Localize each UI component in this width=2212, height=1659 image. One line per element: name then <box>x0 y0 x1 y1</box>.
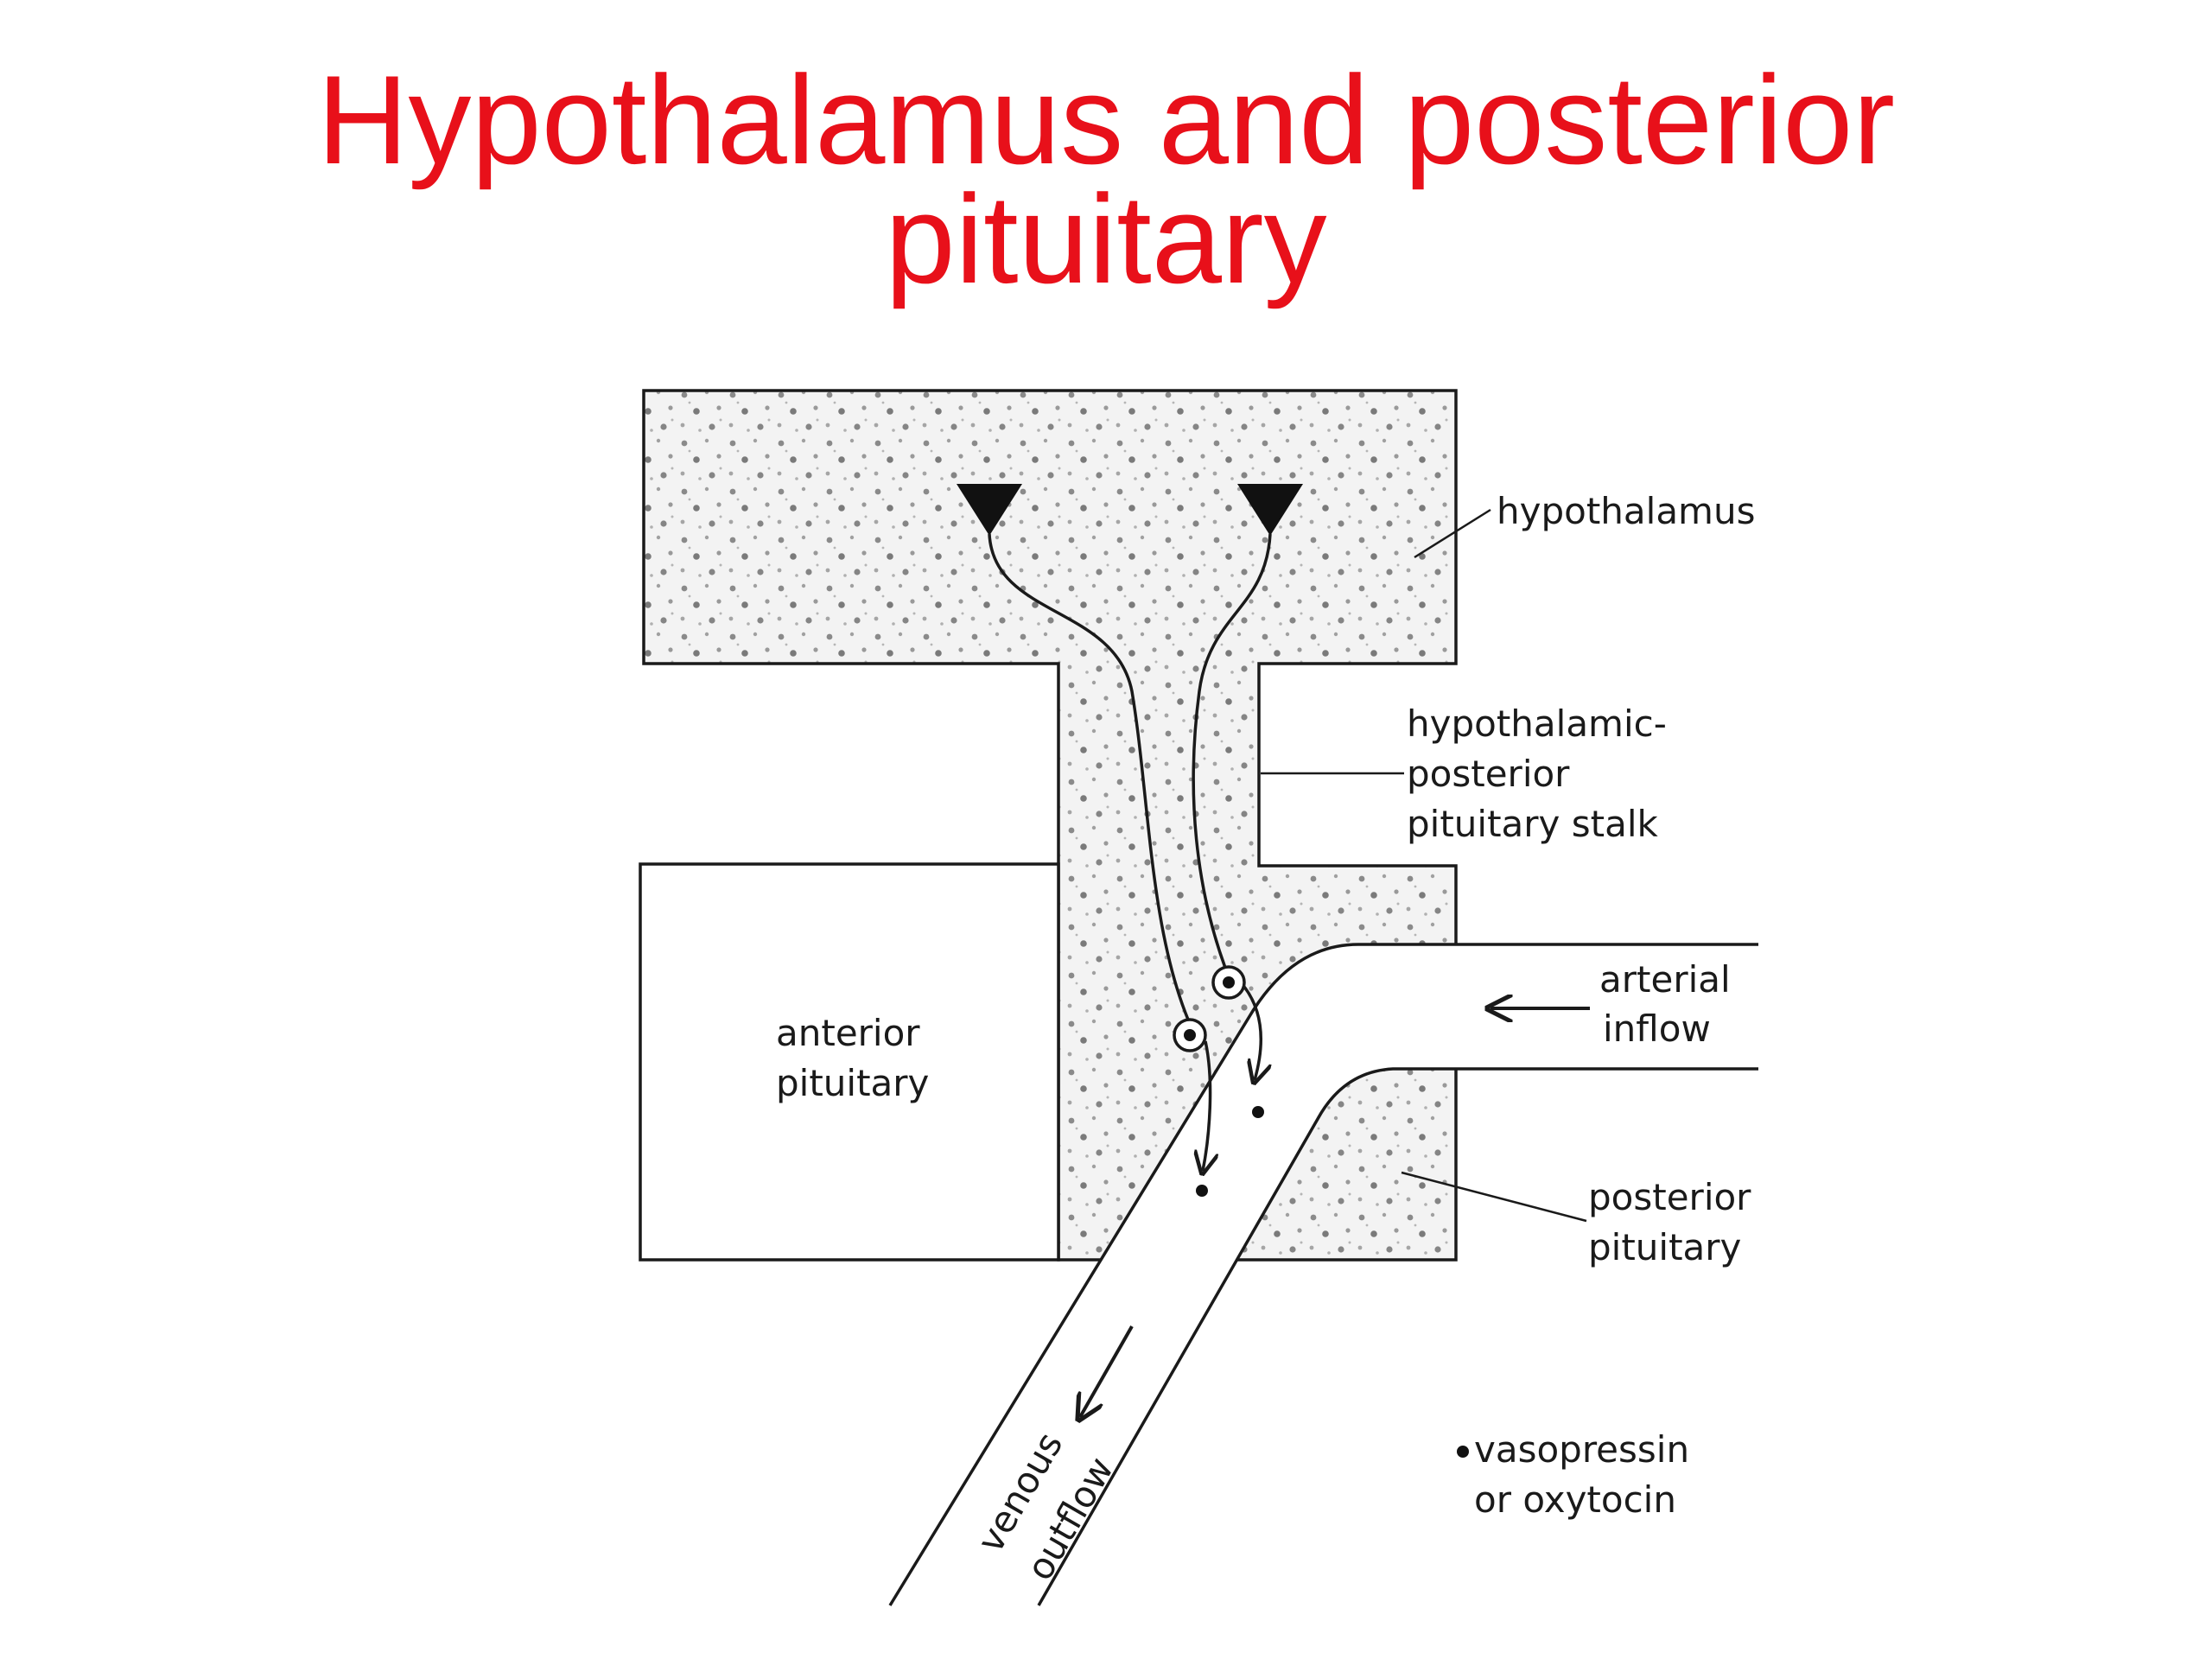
label-stalk-line3: pituitary stalk <box>1407 803 1659 845</box>
vessel-wall-upper <box>888 943 1758 1606</box>
axon-terminal-right <box>1211 965 1246 1000</box>
legend-bullet <box>1457 1446 1469 1458</box>
vessel-wall-lower <box>1037 1067 1758 1606</box>
label-arterial-line1: arterial <box>1599 958 1731 1001</box>
leader-posterior <box>1401 1171 1587 1223</box>
leader-hypothalamus <box>1414 508 1491 559</box>
legend-label-line2: or oxytocin <box>1474 1478 1676 1521</box>
axon-right <box>1192 533 1272 969</box>
hormone-granule-2 <box>1196 1185 1208 1197</box>
label-arterial-line2: inflow <box>1603 1007 1711 1050</box>
legend-label-line1: vasopressin <box>1474 1428 1689 1471</box>
blood-vessel <box>890 944 1758 1605</box>
venous-flow-arrow <box>1080 1325 1134 1417</box>
secretion-arrow-left <box>1203 1040 1211 1171</box>
axon-terminal-left <box>1173 1018 1207 1052</box>
label-posterior-line2: pituitary <box>1588 1226 1741 1268</box>
slide-title: Hypothalamus and posterior pituitary <box>0 49 2212 309</box>
neuron-cell-body-left <box>957 484 1022 536</box>
hormone-granule-1 <box>1252 1106 1264 1118</box>
neuron-cell-body-right <box>1237 484 1303 536</box>
label-anterior-line1: anterior <box>776 1012 920 1054</box>
label-posterior-line1: posterior <box>1588 1176 1751 1218</box>
label-stalk-line2: posterior <box>1407 753 1570 795</box>
title-line-1: Hypothalamus and posterior <box>317 49 1895 190</box>
secretion-arrow-right <box>1243 985 1261 1080</box>
label-anterior-line2: pituitary <box>776 1062 929 1104</box>
label-stalk-line1: hypothalamic- <box>1407 702 1667 745</box>
axon-left <box>988 533 1190 1020</box>
title-line-2: pituitary <box>885 168 1327 309</box>
anterior-pituitary-box <box>639 862 1060 1262</box>
label-hypothalamus: hypothalamus <box>1497 490 1755 532</box>
